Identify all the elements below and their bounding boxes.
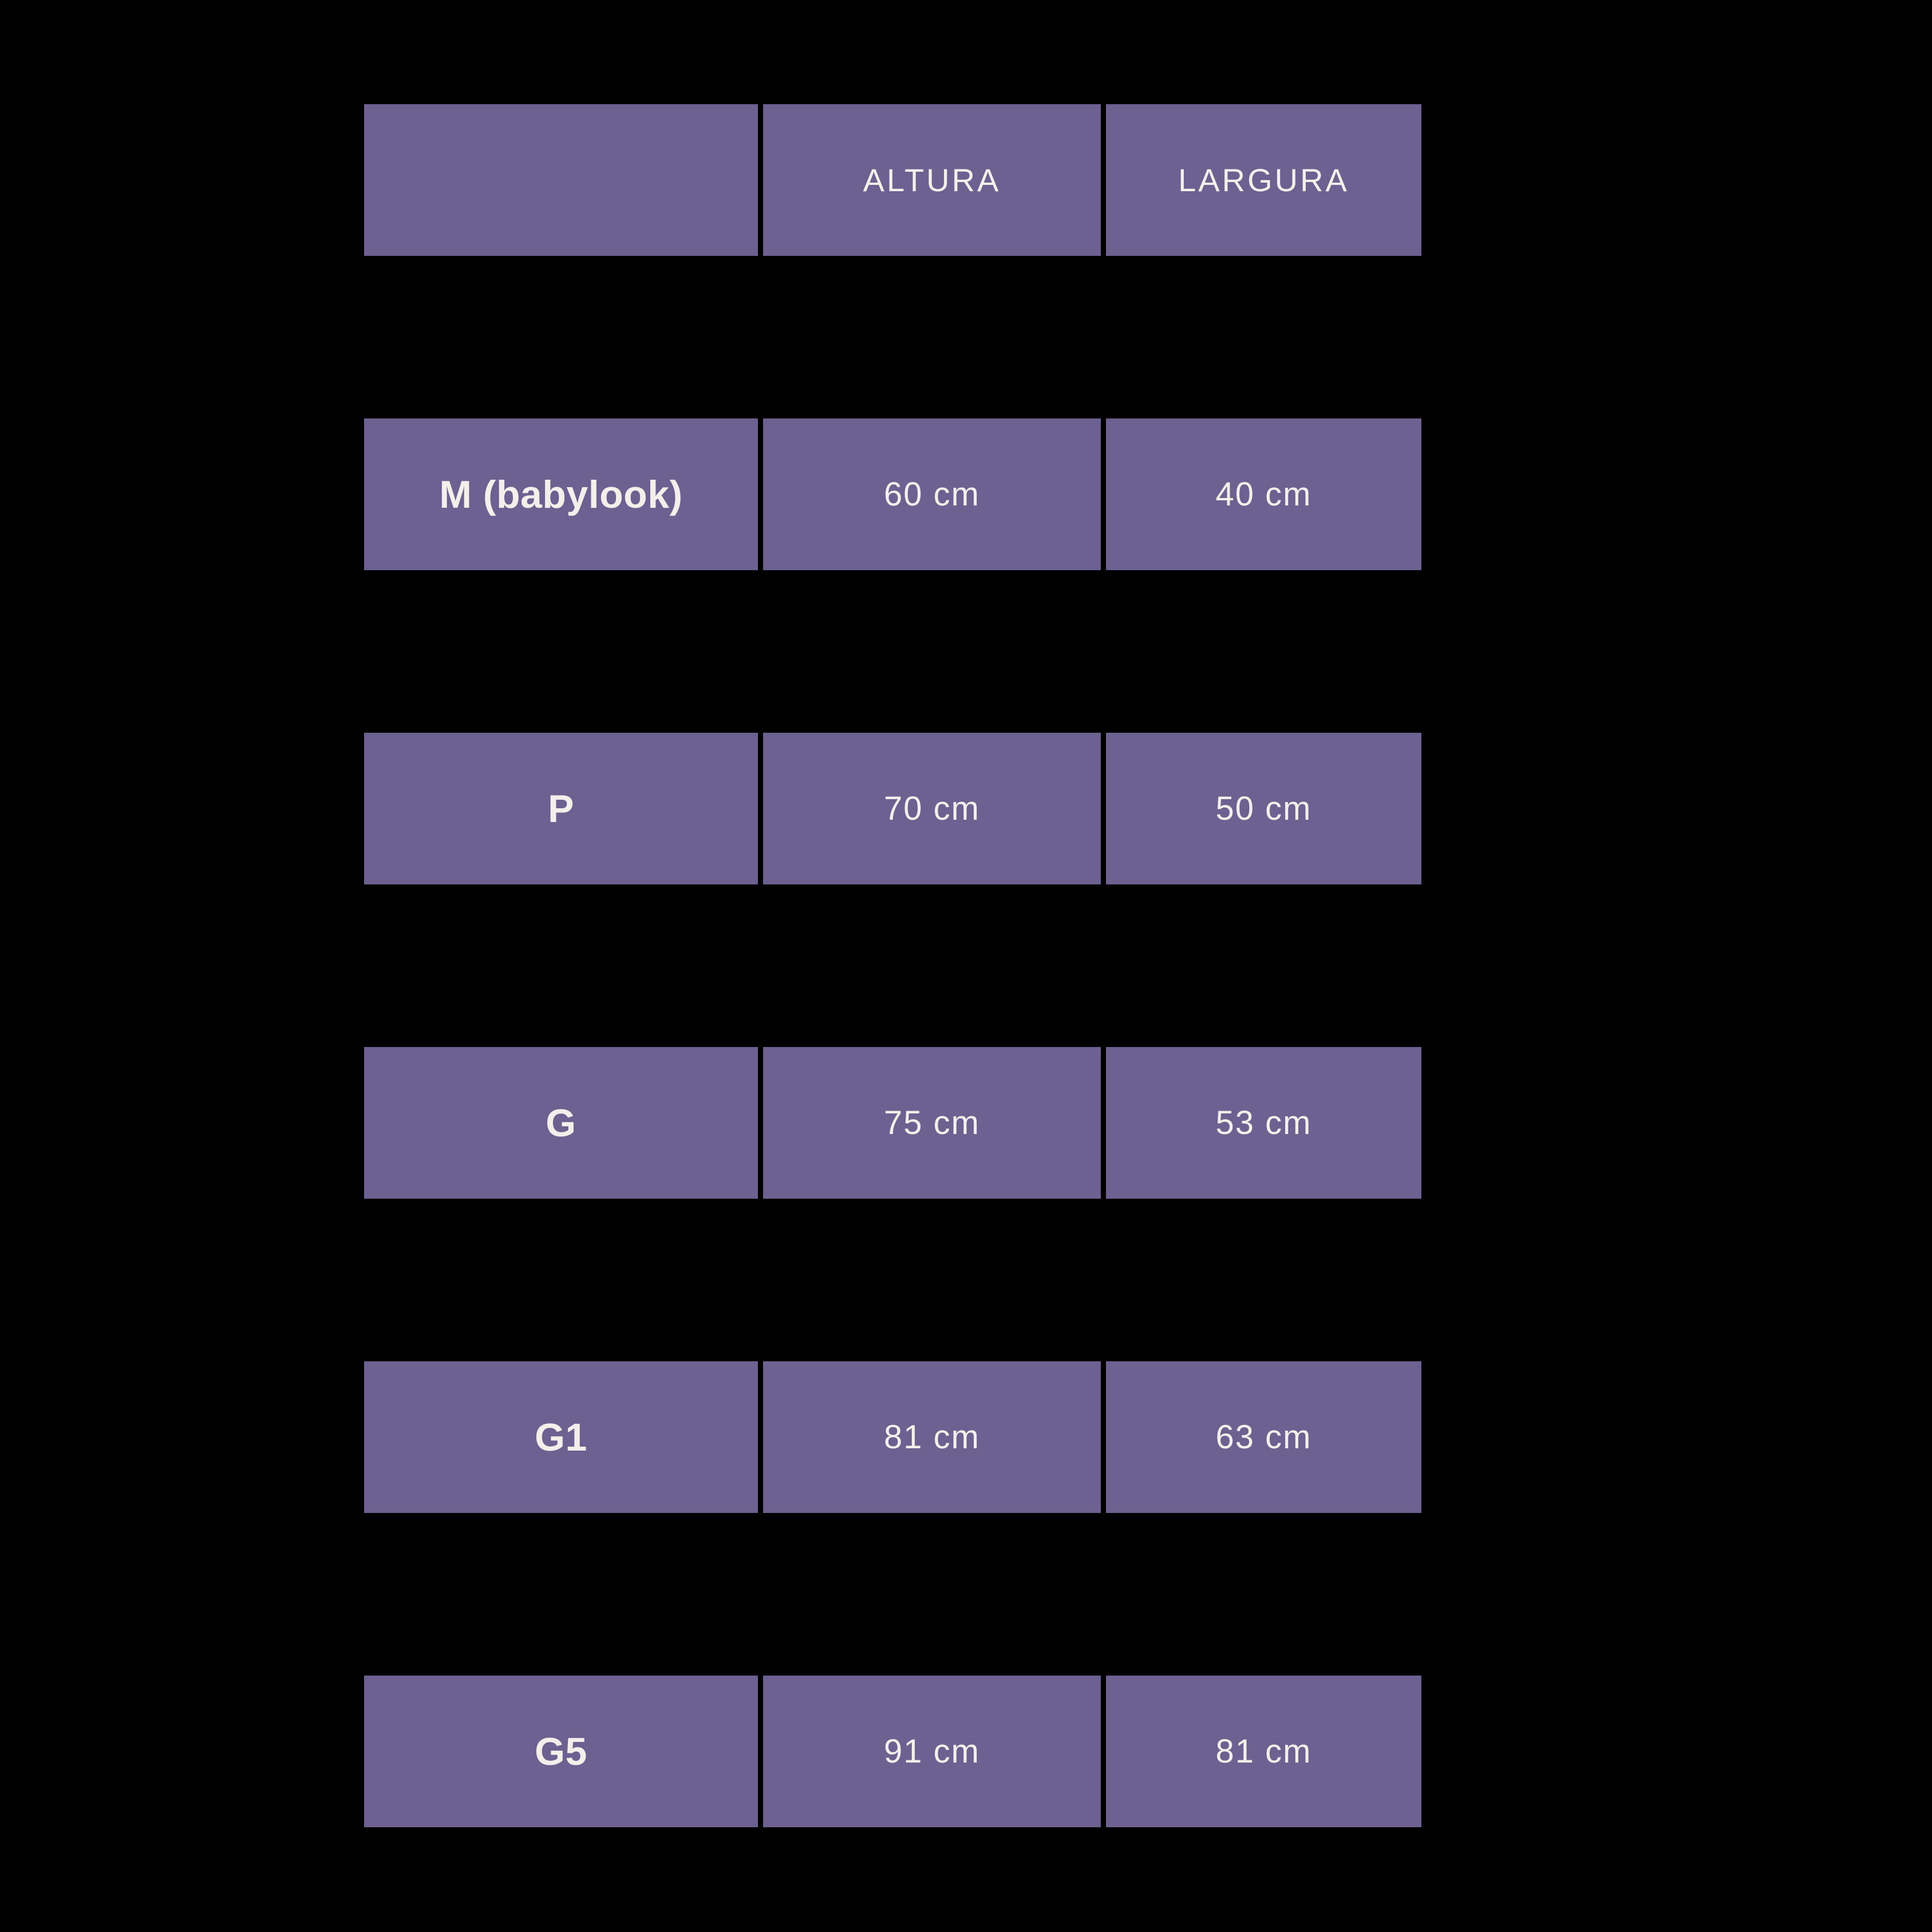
size-chart-table: ALTURA LARGURA M (babylook) 60 cm 40 cm … [364,104,1421,1827]
largura-value: 40 cm [1106,418,1421,570]
row-label-g1: G1 [364,1361,758,1513]
corner-cell [364,104,758,256]
largura-value: 63 cm [1106,1361,1421,1513]
row-label-g5: G5 [364,1676,758,1827]
altura-value: 75 cm [763,1047,1101,1199]
altura-value: 70 cm [763,733,1101,884]
altura-value: 81 cm [763,1361,1101,1513]
header-cell-largura: LARGURA [1106,104,1421,256]
altura-value: 91 cm [763,1676,1101,1827]
largura-value: 50 cm [1106,733,1421,884]
row-label-p: P [364,733,758,884]
largura-value: 81 cm [1106,1676,1421,1827]
header-cell-altura: ALTURA [763,104,1101,256]
row-label-m-babylook: M (babylook) [364,418,758,570]
row-label-g: G [364,1047,758,1199]
altura-value: 60 cm [763,418,1101,570]
largura-value: 53 cm [1106,1047,1421,1199]
